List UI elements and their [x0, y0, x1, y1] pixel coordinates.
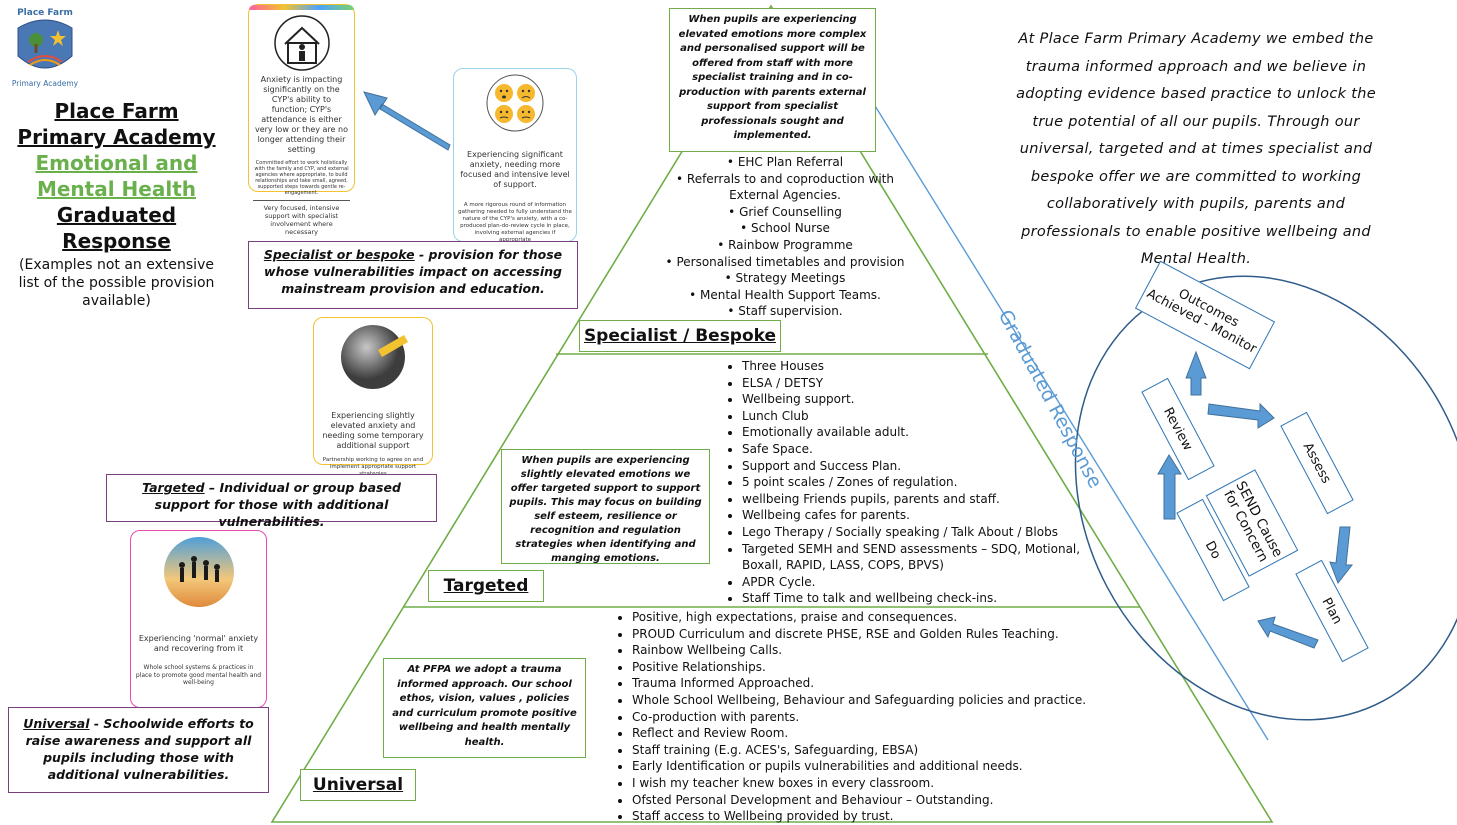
- title-subtitle: (Examples not an extensive list of the p…: [18, 257, 215, 309]
- title-line-4: Mental Health: [36, 177, 197, 201]
- targeted-item: ELSA / DETSY: [742, 375, 1082, 392]
- logo-top-text: Place Farm: [17, 8, 73, 18]
- universal-item: Co-production with parents.: [632, 709, 1092, 726]
- title-line-1: Place Farm: [54, 99, 179, 123]
- specialist-item: EHC Plan Referral: [650, 154, 920, 171]
- cycle-arrow-right: [1207, 402, 1275, 429]
- desc-universal-text: - Schoolwide efforts to raise awareness …: [25, 716, 254, 782]
- universal-item: Positive, high expectations, praise and …: [632, 609, 1092, 626]
- specialist-item: Referrals to and coproduction with Exter…: [650, 171, 920, 204]
- title-line-5: Graduated: [56, 203, 177, 227]
- storm-cloud-icon: [341, 325, 408, 389]
- targeted-item: Emotionally available adult.: [742, 424, 1082, 441]
- targeted-item: Staff Time to talk and wellbeing check-i…: [742, 590, 1082, 607]
- targeted-item: 5 point scales / Zones of regulation.: [742, 474, 1082, 491]
- specialist-list: EHC Plan Referral Referrals to and copro…: [650, 154, 920, 320]
- specialist-item: Strategy Meetings: [650, 270, 920, 287]
- desc-specialist-text: - provision for those whose vulnerabilit…: [264, 247, 563, 296]
- card-color-strip: [249, 5, 354, 10]
- universal-list: Positive, high expectations, praise and …: [614, 609, 1092, 825]
- universal-item: Rainbow Wellbeing Calls.: [632, 642, 1092, 659]
- logo-bottom-text: Primary Academy: [12, 79, 79, 88]
- targeted-item: Three Houses: [742, 358, 1082, 375]
- targeted-item: Lunch Club: [742, 408, 1082, 425]
- desc-specialist-label: Specialist or bespoke: [263, 247, 415, 262]
- desc-universal: Universal - Schoolwide efforts to raise …: [8, 707, 269, 793]
- school-logo: [17, 19, 73, 69]
- card-universal-main: Experiencing 'normal' anxiety and recove…: [138, 634, 259, 653]
- graduated-arrow-line: [858, 79, 1269, 741]
- desc-targeted-text: – Individual or group based support for …: [154, 480, 401, 529]
- anxious-faces-icon: [486, 74, 544, 132]
- card-universal-detail: Whole school systems & practices in plac…: [135, 664, 262, 686]
- cycle-arrow-up: [1185, 350, 1207, 396]
- desc-targeted: Targeted – Individual or group based sup…: [106, 474, 437, 529]
- card-targeted-main: Experiencing slightly elevated anxiety a…: [322, 411, 424, 450]
- card-significant: Experiencing significant anxiety, needin…: [453, 68, 577, 243]
- card-significant-detail: A more rigorous round of information gat…: [458, 202, 572, 243]
- universal-item: I wish my teacher knew boxes in every cl…: [632, 775, 1092, 792]
- targeted-list: Three Houses ELSA / DETSY Wellbeing supp…: [724, 358, 1082, 607]
- house-person-icon: [273, 15, 330, 71]
- specialist-item: Rainbow Programme: [650, 237, 920, 254]
- universal-item: Trauma Informed Approached.: [632, 675, 1092, 692]
- universal-item: Early Identification or pupils vulnerabi…: [632, 758, 1092, 775]
- pyramid-top-note: When pupils are experiencing elevated em…: [669, 8, 876, 152]
- universal-item: Positive Relationships.: [632, 659, 1092, 676]
- pyramid-targeted-note: When pupils are experiencing slightly el…: [501, 449, 710, 564]
- card-targeted: Experiencing slightly elevated anxiety a…: [313, 317, 433, 477]
- card-specialist-main: Anxiety is impacting significantly on th…: [254, 75, 348, 154]
- title-line-6: Response: [62, 229, 171, 253]
- pyramid-outline: [270, 4, 1274, 823]
- specialist-item: Mental Health Support Teams.: [650, 287, 920, 304]
- desc-targeted-label: Targeted: [142, 480, 205, 495]
- universal-item: Ofsted Personal Development and Behaviou…: [632, 792, 1092, 809]
- specialist-item: Personalised timetables and provision: [650, 254, 920, 271]
- specialist-item: Staff supervision.: [650, 303, 920, 320]
- universal-item: Whole School Wellbeing, Behaviour and Sa…: [632, 692, 1092, 709]
- title-line-3: Emotional and: [35, 151, 198, 175]
- card-significant-main: Experiencing significant anxiety, needin…: [460, 150, 570, 189]
- targeted-item: Lego Therapy / Socially speaking / Talk …: [742, 524, 1082, 541]
- card-specialist-footer: Very focused, intensive support with spe…: [253, 200, 350, 236]
- targeted-item: Targeted SEMH and SEND assessments – SDQ…: [742, 541, 1082, 574]
- desc-universal-label: Universal: [23, 716, 90, 731]
- targeted-item: Support and Success Plan.: [742, 458, 1082, 475]
- tier-label-specialist: Specialist / Bespoke: [579, 320, 781, 352]
- universal-item: PROUD Curriculum and discrete PHSE, RSE …: [632, 626, 1092, 643]
- cycle-arrow-left: [1257, 616, 1319, 649]
- card-specialist-detail: Committed effort to work holistically wi…: [254, 160, 349, 196]
- escalation-arrow: [363, 91, 451, 151]
- targeted-item: Safe Space.: [742, 441, 1082, 458]
- card-specialist: Anxiety is impacting significantly on th…: [248, 4, 355, 236]
- targeted-item: APDR Cycle.: [742, 574, 1082, 591]
- sunset-silhouettes-icon: [163, 537, 234, 607]
- pyramid-universal-note: At PFPA we adopt a trauma informed appro…: [383, 658, 586, 758]
- targeted-item: wellbeing Friends pupils, parents and st…: [742, 491, 1082, 508]
- cycle-arrow-up-left: [1157, 454, 1182, 520]
- universal-item: Reflect and Review Room.: [632, 725, 1092, 742]
- universal-item: Staff access to Wellbeing provided by tr…: [632, 808, 1092, 825]
- specialist-item: Grief Counselling: [650, 204, 920, 221]
- intro-paragraph: At Place Farm Primary Academy we embed t…: [1016, 31, 1376, 267]
- universal-item: Staff training (E.g. ACES's, Safeguardin…: [632, 742, 1092, 759]
- targeted-item: Wellbeing cafes for parents.: [742, 507, 1082, 524]
- specialist-item: School Nurse: [650, 220, 920, 237]
- targeted-item: Wellbeing support.: [742, 391, 1082, 408]
- desc-specialist: Specialist or bespoke - provision for th…: [248, 241, 578, 309]
- title-block: Place Farm Primary Academy Emotional and…: [14, 98, 219, 310]
- tier-label-targeted: Targeted: [428, 570, 544, 602]
- card-universal: Experiencing 'normal' anxiety and recove…: [130, 530, 267, 708]
- title-line-2: Primary Academy: [17, 125, 216, 149]
- tier-label-universal: Universal: [300, 769, 416, 801]
- cycle-arrow-down: [1329, 526, 1354, 585]
